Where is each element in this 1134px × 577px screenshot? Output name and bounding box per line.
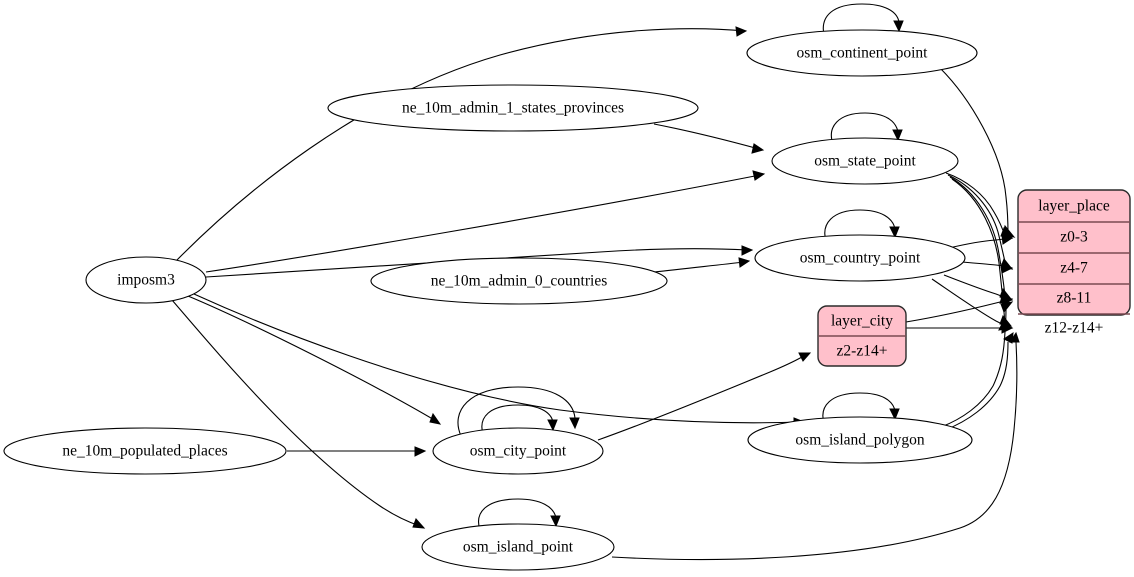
edge-osm-city-point-to-layer-city [597,352,812,441]
node-layer: imposm3 ne_10m_admin_1_states_provinces … [3,29,978,571]
layer-place-row-z0-3[interactable]: z0-3 [1060,229,1088,246]
node-osm-country-point-label: osm_country_point [800,250,921,267]
node-osm-island-polygon[interactable]: osm_island_polygon [747,416,973,464]
node-osm-city-point-label: osm_city_point [470,443,567,460]
node-osm-island-polygon-label: osm_island_polygon [795,432,924,449]
layer-place-row-z8-11[interactable]: z8-11 [1057,290,1092,307]
node-ne-10m-admin-0-countries[interactable]: ne_10m_admin_0_countries [370,257,668,305]
layer-place-row-z4-7[interactable]: z4-7 [1060,260,1088,277]
node-imposm3[interactable]: imposm3 [85,256,207,304]
edge-layer [171,3,1020,561]
node-osm-continent-point[interactable]: osm_continent_point [746,29,978,77]
edge-self-loop-osm-island-point [478,498,561,531]
record-layer: layer_place z0-3 z4-7 z8-11 z12-z14+ lay… [817,189,1131,367]
layer-city-header-label: layer_city [831,313,893,330]
edge-osm-country-point-to-layer-place-z0-3 [948,234,1014,249]
node-ne-10m-admin-1-states-provinces[interactable]: ne_10m_admin_1_states_provinces [327,84,699,132]
edge-imposm3-to-osm-island-point [171,299,426,529]
edge-self-loop-osm-state-point [830,112,903,145]
node-layer-place[interactable]: layer_place z0-3 z4-7 z8-11 z12-z14+ [1017,189,1131,337]
edge-self-loop-osm-country-point [824,209,900,242]
edge-osm-country-point-to-layer-place-z12 [931,278,1014,331]
edge-self-loop-osm-continent-point [822,3,904,36]
edge-ne-countries-to-osm-country-point [653,257,751,273]
edge-imposm3-to-osm-continent-point [175,26,748,262]
layer-city-row-z2-z14plus[interactable]: z2-z14+ [837,343,888,360]
node-osm-island-point[interactable]: osm_island_point [421,523,615,571]
node-ne-states-label: ne_10m_admin_1_states_provinces [402,100,624,117]
edge-osm-island-polygon-to-layer-place-z8-11 [940,301,1014,428]
edge-self-loop-osm-island-polygon [822,392,900,424]
node-osm-state-point[interactable]: osm_state_point [771,137,959,185]
layer-place-row-z12-z14plus[interactable]: z12-z14+ [1045,320,1104,337]
edge-imposm3-to-osm-country-point [205,245,754,278]
node-ne-10m-populated-places[interactable]: ne_10m_populated_places [3,427,287,475]
edge-osm-country-point-to-layer-place-z4-7 [961,261,1014,274]
edge-osm-island-point-to-layer-place-z12 [611,331,1020,561]
node-layer-city[interactable]: layer_city z2-z14+ [817,305,907,367]
edge-self-loop-osm-city-point-inner [481,404,558,435]
edge-imposm3-to-osm-city-point [187,295,442,425]
node-osm-country-point[interactable]: osm_country_point [754,234,966,282]
node-osm-city-point[interactable]: osm_city_point [432,427,604,475]
edge-layer-city-to-layer-place-z8-11 [905,296,1014,323]
node-ne-countries-label: ne_10m_admin_0_countries [431,273,608,290]
node-osm-island-point-label: osm_island_point [463,539,574,556]
edge-layer-city-to-layer-place-z12 [906,323,1014,334]
node-ne-populated-label: ne_10m_populated_places [62,443,227,460]
edge-ne-states-to-osm-state-point [653,123,765,154]
edge-osm-state-point-to-layer-place-z0-3 [945,172,1014,239]
node-osm-state-point-label: osm_state_point [814,153,916,170]
node-imposm3-label: imposm3 [117,272,175,289]
layer-place-header-label: layer_place [1038,198,1110,215]
edge-osm-island-polygon-to-layer-place-z12 [944,331,1014,431]
edge-ne-populated-to-osm-city-point [287,446,427,457]
node-osm-continent-point-label: osm_continent_point [797,45,929,62]
edge-self-loop-osm-city-point-outer [457,386,580,437]
edge-imposm3-to-osm-state-point [205,170,766,273]
